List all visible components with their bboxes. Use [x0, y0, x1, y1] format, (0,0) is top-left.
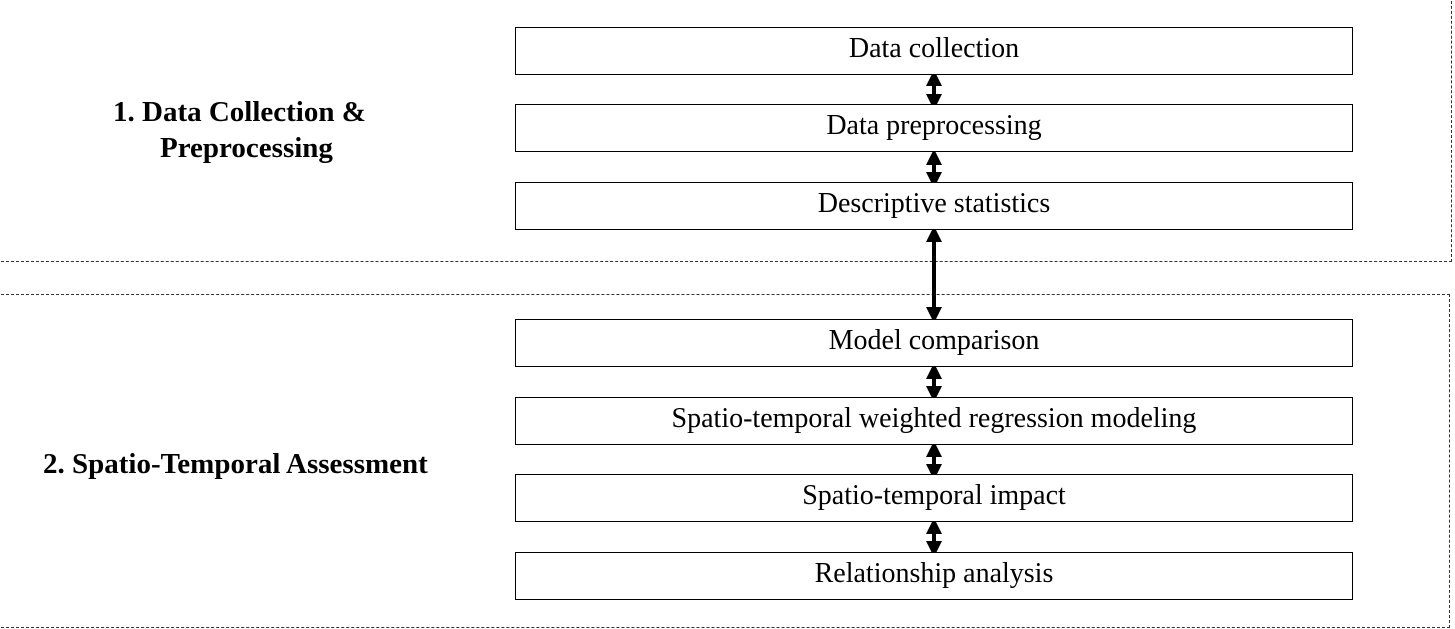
section-spatio-temporal	[0, 294, 1450, 628]
section-data-collection	[0, 0, 1452, 262]
step-descriptive-statistics: Descriptive statistics	[515, 182, 1353, 230]
section-1-label-line2: Preprocessing	[160, 132, 333, 164]
step-model-comparison: Model comparison	[515, 319, 1353, 367]
section-1-label-line1: 1. Data Collection &	[113, 96, 366, 128]
step-regression-modeling: Spatio-temporal weighted regression mode…	[515, 397, 1353, 445]
step-data-preprocessing: Data preprocessing	[515, 104, 1353, 152]
section-1-label: 1. Data Collection & Preprocessing	[113, 94, 413, 166]
section-2-label: 2. Spatio-Temporal Assessment	[43, 448, 428, 480]
step-relationship-analysis: Relationship analysis	[515, 552, 1353, 600]
step-spatio-temporal-impact: Spatio-temporal impact	[515, 474, 1353, 522]
step-data-collection: Data collection	[515, 27, 1353, 75]
